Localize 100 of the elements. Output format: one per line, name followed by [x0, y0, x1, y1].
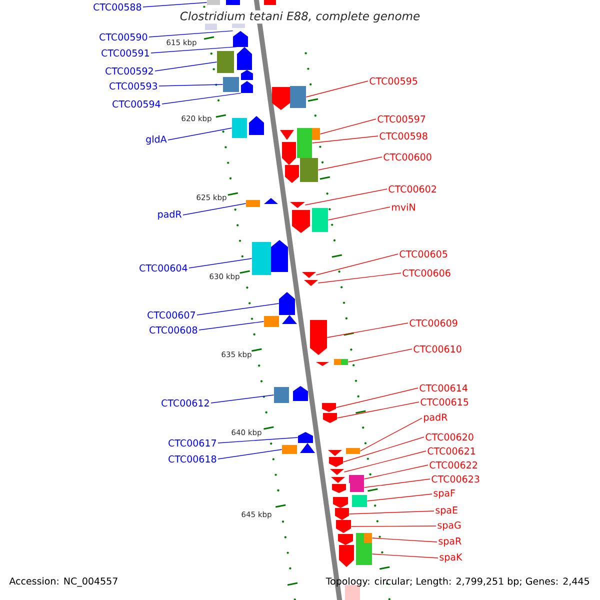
gene-label: CTC00600 [384, 153, 432, 161]
leader-line [210, 394, 274, 404]
gene-label: spaF [434, 490, 455, 498]
gene-triangle [330, 469, 344, 475]
gene-label: CTC00588 [94, 3, 142, 11]
gene-block [332, 484, 346, 493]
gene-box [217, 51, 234, 73]
leader-line [312, 136, 378, 144]
leader-line [342, 436, 424, 462]
gene-box [356, 533, 364, 543]
leader-line [150, 46, 238, 54]
gene-block [241, 70, 253, 80]
gene-label: CTC00591 [102, 49, 149, 57]
leader-line [360, 418, 422, 452]
gene-block [241, 81, 253, 93]
gene-label: spaK [440, 554, 462, 562]
gene-triangle [290, 202, 305, 208]
gene-label: CTC00607 [148, 311, 195, 319]
gene-label: CTC00622 [430, 461, 477, 469]
leader-line [350, 526, 436, 527]
gene-triangle [328, 450, 342, 456]
footer-text: Accession: NC_004557 [9, 577, 118, 587]
gene-block [329, 457, 343, 467]
gene-box [264, 316, 279, 327]
leader-line [218, 449, 282, 460]
gene-block [323, 413, 337, 423]
leader-line [168, 128, 232, 140]
gene-label: CTC00610 [414, 345, 462, 353]
leader-line [182, 203, 246, 216]
gene-label: gldA [146, 135, 167, 145]
leader-line [148, 30, 234, 38]
gene-box [346, 448, 360, 454]
leader-line [306, 80, 368, 98]
gene-label: CTC00593 [110, 82, 158, 90]
gene-triangle [300, 443, 315, 453]
gene-box [232, 118, 247, 138]
leader-line [162, 92, 242, 104]
gene-box [300, 158, 318, 182]
gene-label: CTC00604 [140, 264, 188, 272]
gene-label: CTC00621 [428, 447, 476, 455]
gene-box [334, 359, 341, 365]
gene-label: CTC00590 [100, 33, 148, 41]
gene-box [345, 585, 360, 600]
gene-label: CTC00594 [112, 100, 160, 108]
gene-label: spaR [438, 538, 462, 546]
leader-line [304, 188, 388, 206]
leader-line [318, 272, 402, 284]
gene-block [292, 210, 310, 233]
gene-box [274, 387, 289, 403]
gene-label: padR [424, 413, 448, 423]
gene-label: padR [158, 210, 182, 220]
gene-label: CTC00617 [168, 439, 216, 447]
gene-box [226, 0, 240, 5]
gene-box [350, 483, 364, 492]
gene-box [352, 495, 367, 507]
leader-line [348, 510, 434, 514]
gene-box [290, 86, 306, 108]
gene-triangle [316, 362, 329, 366]
gene-block [285, 165, 299, 183]
gene-triangle [304, 280, 318, 286]
leader-line [364, 464, 428, 480]
gene-label: CTC00614 [420, 384, 468, 392]
gene-block [322, 403, 336, 412]
footer-text: Topology: circular; Length: 2,799,251 bp; Genes: 2,445 [326, 577, 589, 587]
gene-label: CTC00612 [162, 399, 209, 407]
leader-line [158, 84, 224, 86]
gene-triangle [282, 315, 297, 324]
gene-label: CTC00595 [370, 77, 418, 85]
leader-line [316, 254, 398, 276]
leader-line [196, 303, 280, 316]
gene-label: CTC00592 [106, 67, 153, 75]
gene-label: CTC00615 [420, 398, 468, 406]
leader-line [142, 2, 208, 8]
leader-line [344, 450, 426, 472]
gene-label: spaG [438, 522, 461, 531]
leader-line [218, 437, 298, 444]
gene-box [312, 128, 320, 140]
leader-line [348, 348, 412, 362]
gene-box [364, 533, 372, 543]
leader-line [328, 206, 390, 220]
gene-box [297, 128, 312, 158]
leader-line [326, 322, 408, 338]
gene-box [282, 445, 297, 454]
gene-label: CTC00620 [426, 433, 474, 441]
gene-block [335, 508, 349, 520]
gene-box [312, 208, 328, 232]
gene-block [282, 142, 296, 165]
gene-label: CTC00606 [402, 269, 450, 277]
leader-line [154, 62, 218, 72]
gene-box [341, 359, 348, 365]
leader-line [336, 402, 420, 418]
leader-line [188, 258, 252, 268]
gene-triangle [331, 477, 345, 483]
gene-block [298, 432, 313, 443]
gene-label: CTC00609 [410, 319, 458, 327]
gene-label: CTC00602 [388, 185, 436, 193]
leader-line [198, 321, 264, 330]
gene-triangle [264, 198, 278, 204]
gene-box [252, 242, 271, 275]
gene-label: CTC00608 [150, 326, 198, 334]
